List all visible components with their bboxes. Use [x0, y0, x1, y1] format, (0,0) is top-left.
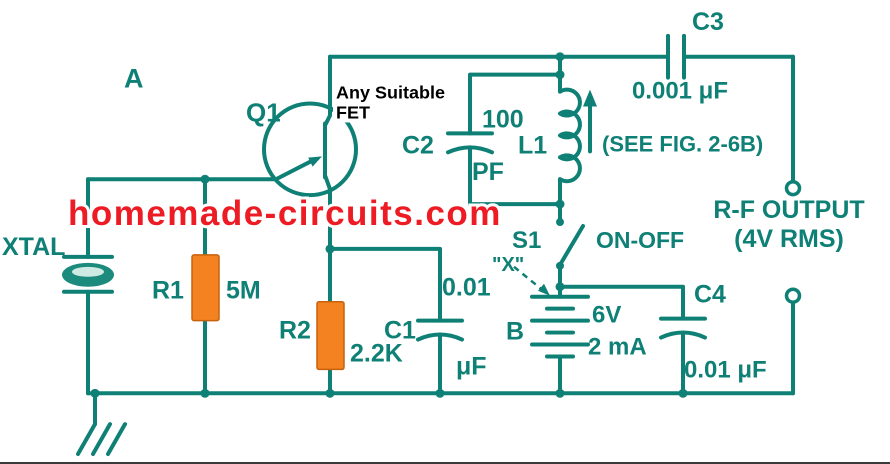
xtal-crystal-symbol: [62, 254, 114, 294]
battery-voltage: 6V: [592, 302, 621, 329]
junction-dot: [435, 388, 445, 398]
junction-dot: [555, 70, 565, 80]
wire-c1-branch: [328, 246, 442, 396]
junction-dot: [555, 282, 565, 292]
junction-dot: [200, 388, 210, 398]
x-pointer-arrowhead: [538, 283, 550, 296]
r2-resistor-body: [316, 300, 345, 371]
c2-value: 100: [482, 105, 524, 133]
c2-capacitor-symbol: [446, 131, 494, 155]
junction-dots: [90, 52, 688, 398]
junction-dot: [325, 388, 335, 398]
q1-note-line2: FET: [336, 103, 370, 123]
junction-dot: [555, 52, 565, 62]
xtal-label: XTAL: [2, 233, 65, 261]
junction-dot: [325, 244, 335, 254]
battery-current: 2 mA: [588, 334, 647, 361]
section-label: A: [124, 64, 144, 94]
c2-label: C2: [402, 131, 434, 159]
battery-symbol: [530, 294, 590, 359]
xtal-plates: [62, 254, 114, 294]
q1-transistor-symbol: [262, 101, 358, 198]
fet-note-background: [333, 78, 443, 123]
c4-value: 0.01 μF: [684, 356, 767, 383]
c1-plate-bottom: [416, 332, 464, 342]
battery-plates-long: [530, 294, 590, 347]
q1-body-circle: [262, 101, 358, 198]
wire-c4-branch: [558, 284, 685, 396]
rf-output-line1: R-F OUTPUT: [713, 196, 864, 224]
junction-dot: [90, 388, 100, 398]
s1-contact-top: [556, 218, 564, 227]
c1-value: 0.01: [442, 274, 491, 302]
rf-output-line2: (4V RMS): [734, 225, 844, 253]
r2-label: R2: [279, 317, 311, 345]
junction-dot: [555, 199, 565, 209]
c3-capacitor-symbol: [666, 33, 686, 80]
r2-value: 2.2K: [350, 339, 403, 367]
s1-contact-bottom: [556, 261, 564, 270]
c3-value: 0.001 μF: [632, 78, 728, 105]
l1-note: (SEE FIG. 2-6B): [602, 131, 763, 156]
rf-output-terminal-bottom: [784, 287, 802, 304]
r1-resistor-body: [191, 254, 220, 322]
s1-blade: [558, 224, 585, 267]
r1-value: 5M: [226, 277, 261, 305]
s1-state-label: ON-OFF: [596, 227, 684, 253]
l1-pointer-arrowhead: [583, 89, 597, 107]
c1-unit: μF: [456, 352, 487, 380]
ground-icon: [76, 422, 127, 457]
x-pointer-dashed-line: [513, 265, 542, 290]
l1-inductor-coil: [558, 87, 582, 184]
r1-label: R1: [152, 277, 184, 305]
c2-unit: PF: [472, 158, 504, 186]
q1-label: Q1: [246, 100, 281, 128]
watermark: homemade-circuits.com: [68, 194, 502, 233]
c4-capacitor-symbol: [659, 316, 707, 340]
s1-switch-symbol: [556, 218, 585, 270]
q1-gate-arrowhead: [308, 156, 322, 167]
q1-gate-lead: [274, 159, 313, 182]
wire-drain-branch: [323, 54, 332, 128]
junction-dot: [678, 388, 688, 398]
c1-capacitor-symbol: [416, 318, 464, 342]
l1-label: L1: [518, 131, 547, 159]
q1-note-line1: Any Suitable: [336, 83, 445, 103]
c2-plate-bottom: [446, 145, 494, 155]
s1-label: S1: [512, 227, 541, 254]
c3-label: C3: [692, 8, 724, 36]
c4-plate-bottom: [659, 330, 707, 340]
xtal-body-highlight: [72, 266, 104, 277]
junction-dot: [555, 388, 565, 398]
battery-label: B: [506, 318, 524, 346]
x-node-label: "X": [492, 254, 524, 276]
c1-label: C1: [384, 317, 416, 345]
battery-plates-short: [545, 306, 575, 359]
rf-output-terminal-top: [784, 179, 802, 197]
junction-dot: [200, 174, 210, 184]
c4-label: C4: [694, 281, 726, 309]
